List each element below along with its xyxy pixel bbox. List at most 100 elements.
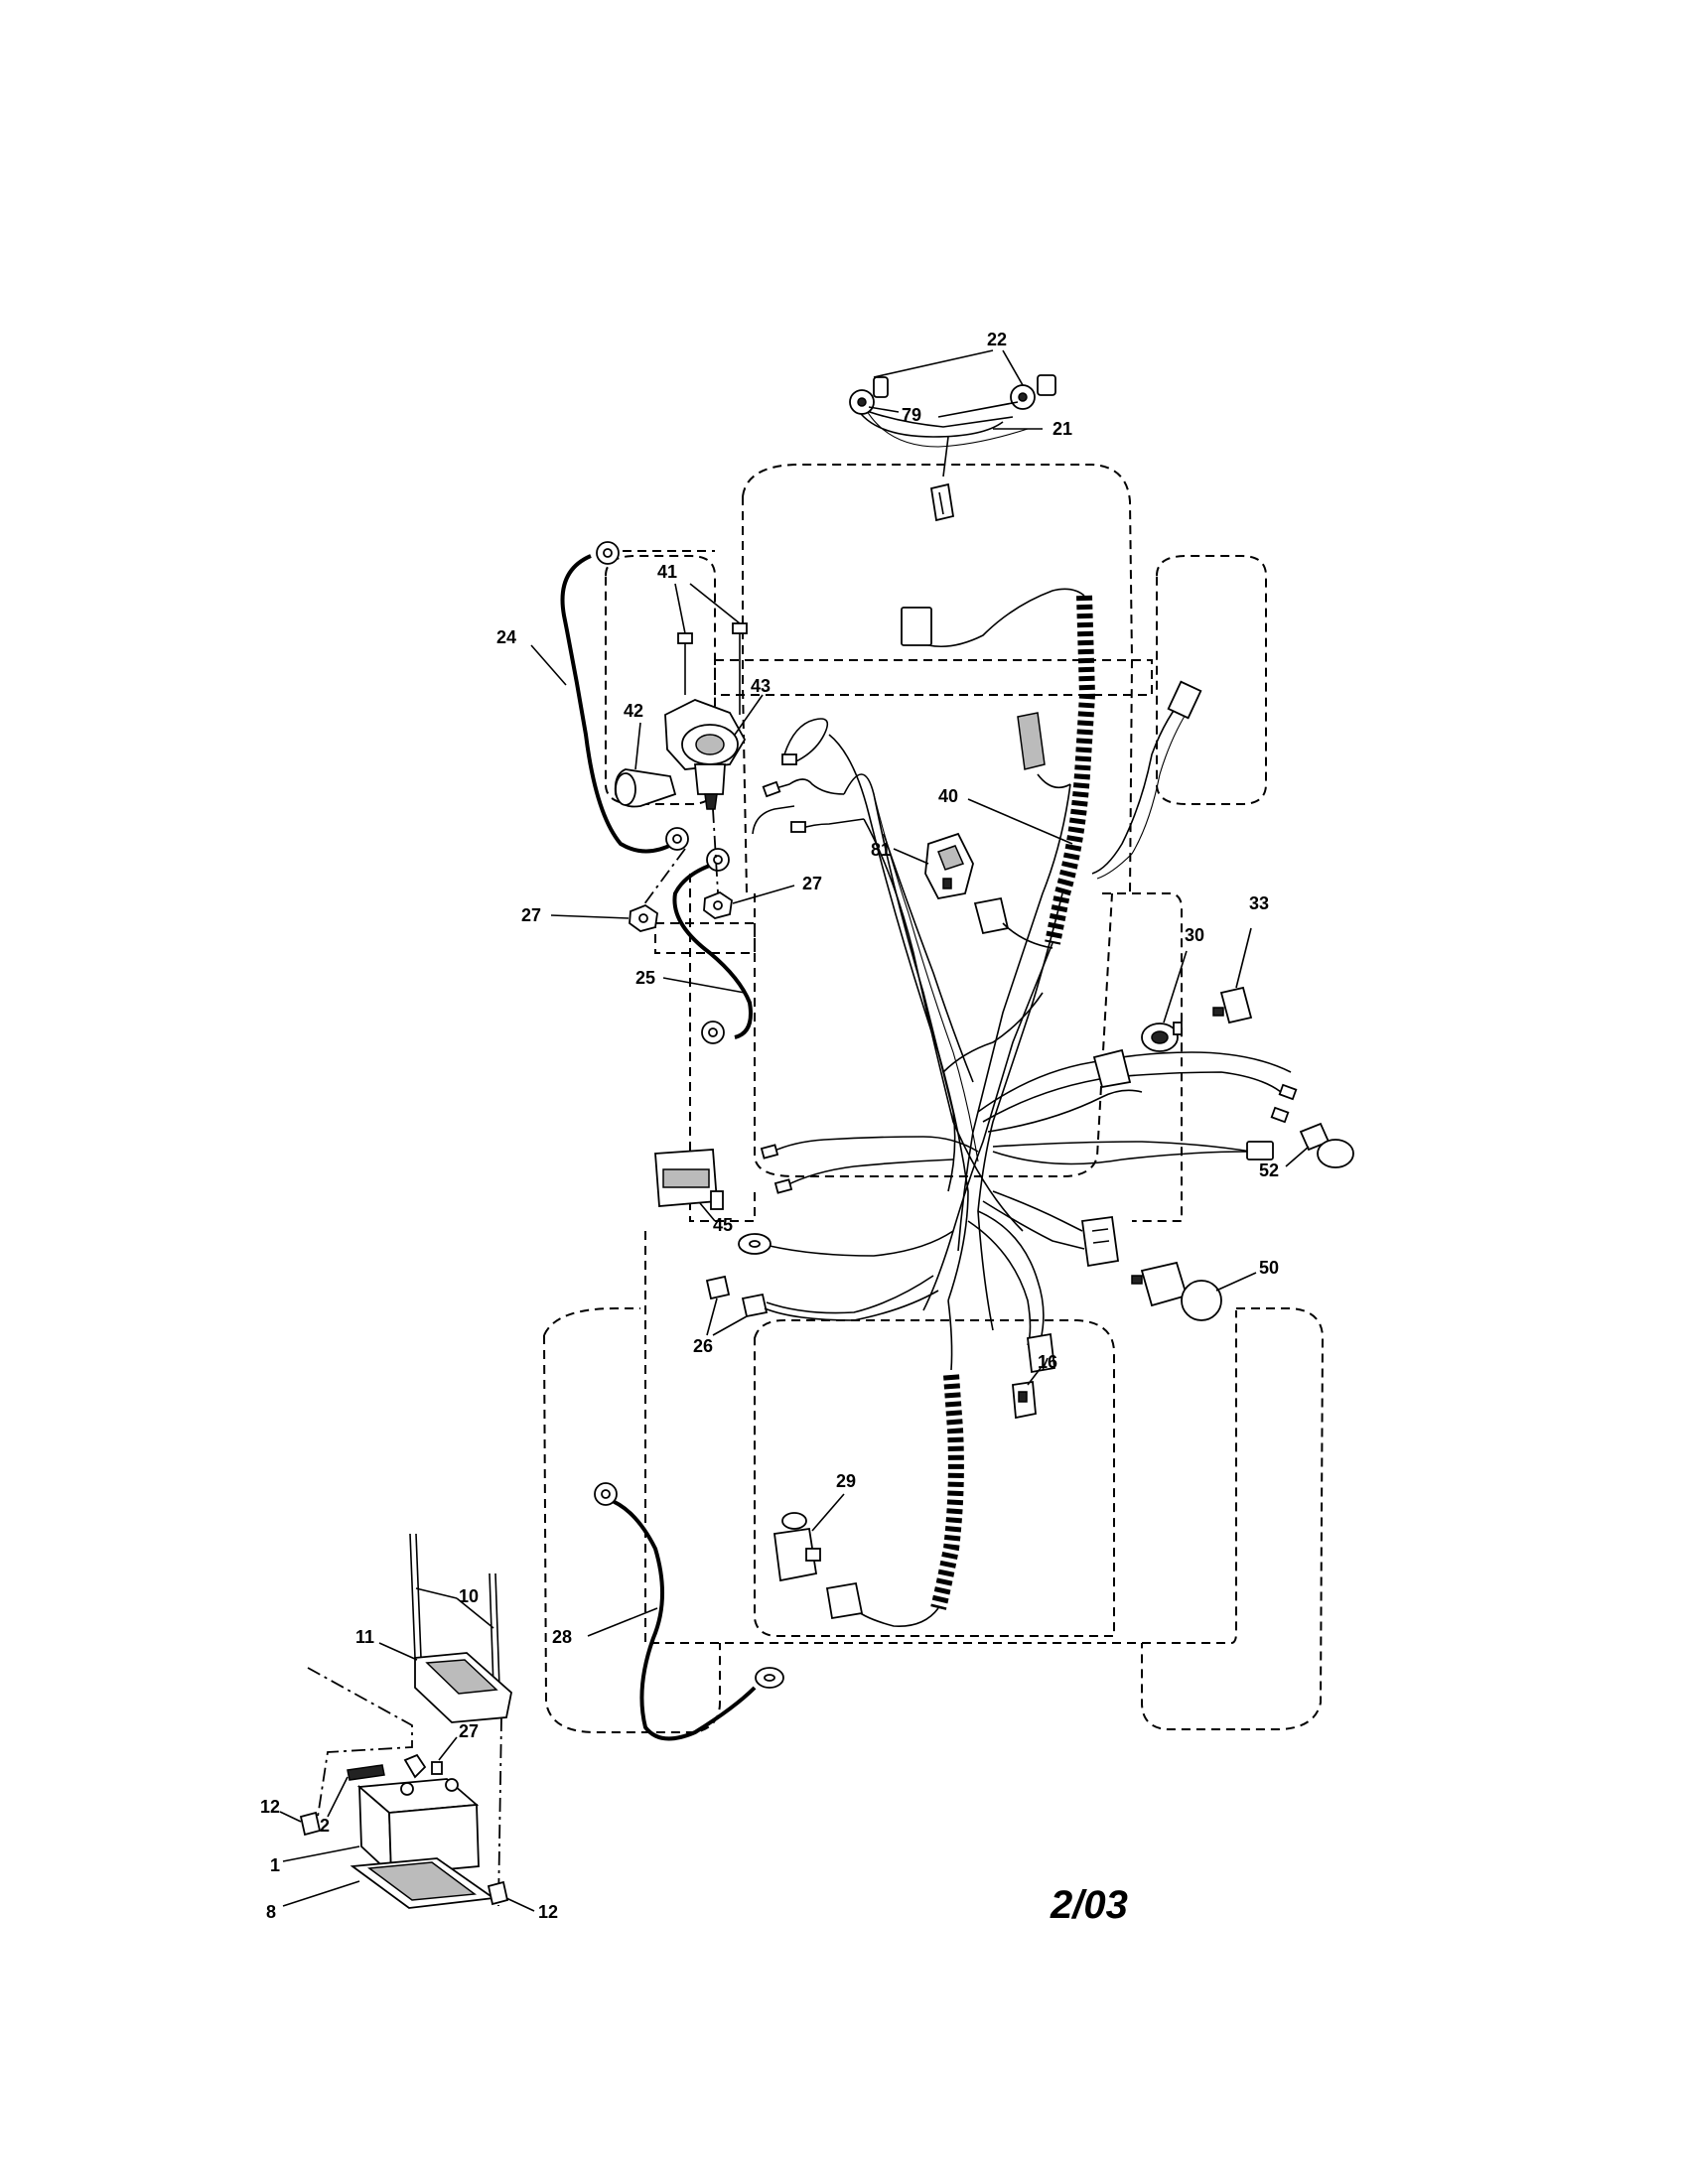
leader-41-right — [689, 583, 741, 624]
callout-79: 79 — [902, 405, 921, 425]
branch-wire-1-terminal — [762, 780, 781, 798]
right-side-connector — [1167, 680, 1202, 720]
leader-2 — [327, 1776, 349, 1818]
part-50-switch — [1131, 1261, 1222, 1321]
rear-right-wheel-outline — [1141, 1307, 1325, 1730]
branch-wire-1 — [772, 778, 845, 795]
center-upper-connector — [1017, 712, 1071, 789]
relay-81-top — [937, 845, 965, 871]
switch-43-terminal — [704, 793, 718, 810]
part-26-wire — [764, 1290, 939, 1321]
left-branch-terminal-1 — [760, 1144, 779, 1160]
part-45-module — [654, 1149, 724, 1210]
leader-79-left — [868, 406, 900, 413]
body-outline — [689, 874, 756, 1222]
callout-16: 16 — [1038, 1352, 1057, 1372]
connector-block-line-1 — [1091, 1228, 1109, 1232]
left-branch-1 — [772, 1136, 979, 1153]
part-29-top — [781, 1512, 807, 1530]
harness-strand-2 — [828, 734, 969, 1301]
lower-coil — [930, 1374, 964, 1610]
leader-26-a — [706, 1297, 718, 1336]
callout-12b: 12 — [538, 1902, 558, 1922]
callout-27c: 27 — [459, 1721, 479, 1741]
right-branch-wires — [977, 1048, 1298, 1165]
relay-81-pin — [942, 878, 952, 889]
center-upper-connector-body — [1017, 712, 1046, 770]
bracket-11-top — [425, 1659, 498, 1695]
rear-deck-outline — [754, 1319, 1115, 1637]
cable-25 — [672, 862, 753, 1039]
part-29-terminal — [805, 1548, 821, 1562]
part-26-connector-b — [741, 1293, 769, 1318]
right-side-wire — [1091, 680, 1202, 880]
part-52-glass — [1317, 1139, 1354, 1168]
boot-42-end — [615, 772, 636, 806]
harness-strand-1 — [843, 773, 956, 1192]
callout-21: 21 — [1052, 419, 1072, 439]
leader-30 — [1163, 950, 1188, 1024]
center-console-outline — [754, 892, 1113, 1177]
part-16-wire-1 — [977, 1210, 1045, 1341]
callout-52: 52 — [1259, 1160, 1279, 1180]
right-branch-4 — [987, 1089, 1143, 1133]
harness-connector-left-wire — [1002, 922, 1053, 949]
harness-coil-lower — [825, 1299, 964, 1627]
switch-43-lower — [694, 763, 726, 795]
leader-52 — [1285, 1146, 1310, 1167]
leader-22-left — [873, 349, 994, 378]
part-50-body — [1140, 1261, 1189, 1307]
callout-27b: 27 — [802, 874, 822, 893]
headlight-bulb-right-inner — [1018, 392, 1028, 402]
tractor-outline — [543, 464, 1325, 1733]
leader-10-left — [415, 1587, 458, 1599]
clip-12-right — [487, 1880, 509, 1906]
front-right-wheel-outline — [1156, 555, 1267, 805]
harness-connector-left — [973, 896, 1053, 949]
cable-28-ring-bottom-hole — [764, 1674, 775, 1682]
battery-post-right — [445, 1778, 459, 1792]
callout-28: 28 — [552, 1627, 572, 1647]
part-26-connectors — [705, 1275, 939, 1321]
ignition-branch-wires — [752, 718, 865, 835]
center-upper-connector-wire — [1037, 773, 1071, 789]
harness-strand-4 — [922, 942, 1053, 1311]
rear-frame-outline — [644, 1231, 1237, 1644]
leader-28 — [587, 1607, 658, 1637]
part-45-side — [710, 1190, 724, 1210]
part-45-display — [662, 1168, 710, 1188]
lower-coil-tail — [853, 1607, 939, 1627]
part-16-connector-top — [1027, 1332, 1055, 1374]
harness-strand-6 — [957, 783, 1071, 1252]
callout-45: 45 — [713, 1215, 733, 1235]
cable-28-path — [607, 1497, 757, 1741]
rod-10-left — [409, 1533, 416, 1659]
leader-24 — [530, 644, 567, 686]
leader-29 — [811, 1493, 845, 1532]
dashdot-bracket — [307, 1667, 413, 1818]
headlight-assembly — [849, 374, 1056, 522]
leader-27a — [550, 914, 630, 919]
right-branch-connector — [1246, 1141, 1274, 1160]
callout-26: 26 — [693, 1336, 713, 1356]
leader-79-right — [937, 401, 1019, 418]
part-29-solenoid — [772, 1512, 821, 1582]
right-branch-3 — [992, 1141, 1252, 1153]
bolt-41-right-head — [732, 622, 748, 634]
branch-wire-3 — [798, 818, 865, 830]
coil-40 — [1045, 595, 1096, 945]
leader-42 — [634, 722, 641, 770]
battery-terminal — [403, 1753, 427, 1779]
center-right-connector — [1092, 1048, 1132, 1089]
coil-40-top-wire — [927, 588, 1085, 648]
nut-27-left-hole — [638, 913, 648, 923]
headlight-connector — [929, 482, 955, 522]
relay-81 — [924, 832, 974, 900]
rod-10-right-b — [494, 1572, 500, 1689]
battery-post-left — [400, 1782, 414, 1796]
part-16-pin — [1018, 1391, 1028, 1403]
callout-40: 40 — [938, 786, 958, 806]
part-33 — [1212, 986, 1253, 1024]
right-branch-2 — [982, 1071, 1282, 1123]
